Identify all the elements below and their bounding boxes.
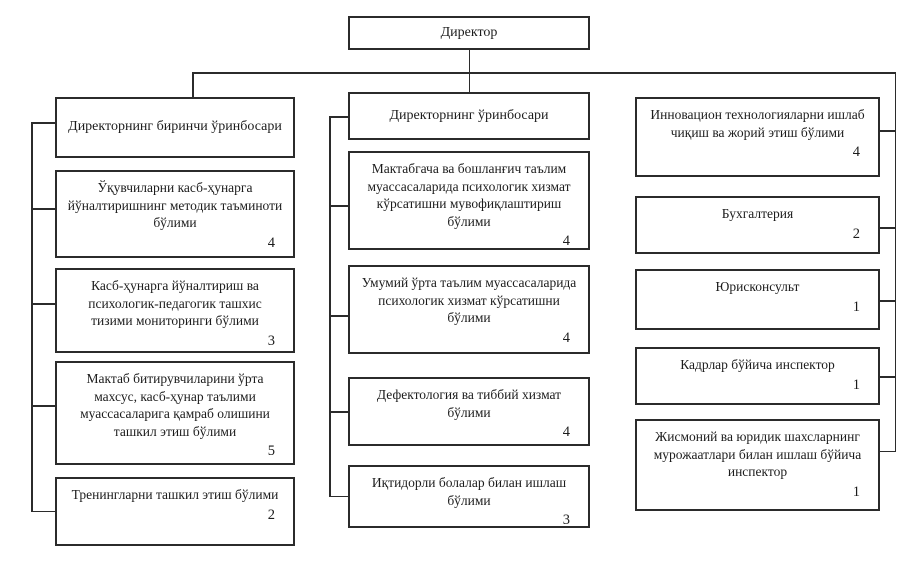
org-box-title: Бухгалтерия: [721, 206, 794, 221]
org-box-left-2: Касб-ҳунарга йўналтириш ва психологик-пе…: [55, 268, 295, 353]
staff-count: 1: [852, 376, 860, 393]
connector-right-stub-5: [880, 450, 896, 452]
org-box-title: Тренингларни ташкил этиш бўлими: [71, 487, 279, 502]
connector-middle-stub-3: [329, 411, 348, 413]
connector-middle-drop: [468, 72, 470, 92]
org-box-middle-3: Дефектология ва тиббий хизмат бўлими 4: [348, 377, 590, 446]
connector-left-stub-header: [31, 122, 55, 124]
connector-left-stub-3: [31, 405, 55, 407]
box-first-deputy-director: Директорнинг биринчи ўринбосари: [55, 97, 295, 158]
staff-count: 1: [852, 484, 860, 500]
org-box-middle-4: Иқтидорли болалар билан ишлаш бўлими 3: [348, 465, 590, 528]
org-box-title: Мактаб битирувчиларини ўрта махсус, касб…: [80, 371, 270, 439]
box-first-deputy-director-title: Директорнинг биринчи ўринбосари: [68, 119, 282, 135]
org-box-title: Кадрлар бўйича инспектор: [680, 357, 835, 372]
org-box-title: Мактабгача ва бошланғич таълим муассасал…: [367, 161, 571, 229]
connector-right-stub-4: [880, 376, 896, 378]
connector-left-stub-4: [31, 510, 55, 512]
org-box-title: Жисмоний ва юридик шахсларнинг мурожаатл…: [653, 429, 862, 480]
org-box-right-1: Инновацион технологияларни ишлаб чиқиш в…: [635, 97, 880, 177]
staff-count: 2: [852, 225, 860, 242]
connector-middle-stub-1: [329, 205, 348, 207]
org-box-title: Умумий ўрта таълим муассасаларида психол…: [361, 275, 577, 326]
connector-middle-stub-4: [329, 495, 348, 497]
staff-count: 2: [267, 506, 275, 523]
box-deputy-director: Директорнинг ўринбосари: [348, 92, 590, 140]
box-director-title: Директор: [440, 24, 498, 40]
org-box-left-1: Ўқувчиларни касб-ҳунарга йўналтиришнинг …: [55, 170, 295, 258]
org-box-middle-1: Мактабгача ва бошланғич таълим муассасал…: [348, 151, 590, 250]
connector-right-spine: [894, 72, 896, 452]
org-box-title: Инновацион технологияларни ишлаб чиқиш в…: [650, 107, 865, 140]
staff-count: 1: [852, 298, 860, 315]
connector-middle-spine: [329, 116, 331, 497]
staff-count: 3: [267, 332, 275, 349]
connector-right-stub-3: [880, 300, 896, 302]
org-box-right-5: Жисмоний ва юридик шахсларнинг мурожаатл…: [635, 419, 880, 511]
connector-left-stub-1: [31, 208, 55, 210]
connector-left-drop: [192, 72, 194, 97]
org-box-title: Касб-ҳунарга йўналтириш ва психологик-пе…: [88, 278, 262, 329]
org-box-title: Ўқувчиларни касб-ҳунарга йўналтиришнинг …: [67, 180, 283, 231]
org-box-title: Дефектология ва тиббий хизмат бўлими: [376, 387, 562, 420]
org-box-middle-2: Умумий ўрта таълим муассасаларида психол…: [348, 265, 590, 354]
box-director: Директор: [348, 16, 590, 50]
connector-right-stub-2: [880, 227, 896, 229]
staff-count: 5: [267, 443, 275, 460]
org-box-left-3: Мактаб битирувчиларини ўрта махсус, касб…: [55, 361, 295, 465]
connector-left-spine: [31, 122, 33, 512]
connector-director-stem: [468, 50, 470, 73]
connector-middle-stub-header: [329, 116, 348, 118]
org-box-title: Иқтидорли болалар билан ишлаш бўлими: [371, 475, 567, 508]
staff-count: 4: [562, 233, 570, 250]
org-box-right-2: Бухгалтерия 2: [635, 196, 880, 254]
staff-count: 4: [852, 144, 860, 161]
staff-count: 4: [562, 329, 570, 346]
connector-right-stub-1: [880, 130, 896, 132]
connector-top-horizontal: [192, 72, 896, 74]
connector-middle-stub-2: [329, 315, 348, 317]
org-box-right-4: Кадрлар бўйича инспектор 1: [635, 347, 880, 405]
box-deputy-director-title: Директорнинг ўринбосари: [389, 107, 549, 123]
staff-count: 4: [562, 424, 570, 441]
org-box-left-4: Тренингларни ташкил этиш бўлими 2: [55, 477, 295, 546]
connector-left-stub-2: [31, 303, 55, 305]
staff-count: 4: [267, 234, 275, 251]
org-box-title: Юрисконсульт: [715, 279, 800, 294]
org-box-right-3: Юрисконсульт 1: [635, 269, 880, 330]
staff-count: 3: [562, 512, 570, 529]
